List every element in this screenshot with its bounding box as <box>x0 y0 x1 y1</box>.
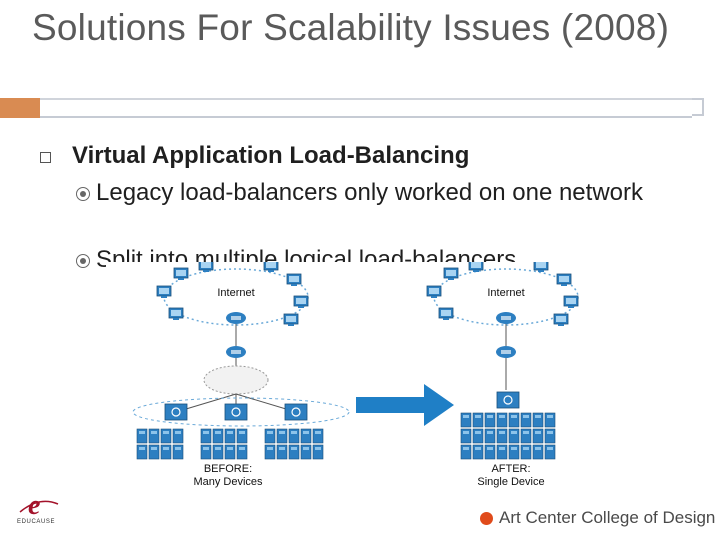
title-accent-bar <box>0 98 40 118</box>
after-caption-line1: AFTER: <box>491 463 530 475</box>
title-underline-rule <box>40 98 704 118</box>
before-caption-line2: Many Devices <box>193 476 263 488</box>
footer-branding: Art Center College of Design <box>480 508 715 528</box>
educause-logo: e EDUCAUSE <box>14 490 64 526</box>
footer-institution: Art Center College of Design <box>499 508 716 527</box>
circle-bullet-icon <box>76 254 90 268</box>
left-internet-label: Internet <box>217 287 254 299</box>
educause-logo-text: EDUCAUSE <box>17 519 55 525</box>
load-balancer-diagram: Internet BEFORE: Many Devices Internet <box>106 259 606 492</box>
before-to-after-arrow <box>356 384 454 426</box>
before-caption-line1: BEFORE: <box>204 463 252 475</box>
main-bullet-text: Virtual Application Load-Balancing <box>72 142 470 169</box>
slide-title: Solutions For Scalability Issues (2008) <box>32 7 670 48</box>
svg-text:e: e <box>28 492 40 521</box>
right-internet-label: Internet <box>487 287 524 299</box>
circle-bullet-icon <box>76 187 90 201</box>
sub-bullet-1: Legacy load-balancers only worked on one… <box>96 179 643 206</box>
square-bullet-icon <box>40 152 51 163</box>
after-caption-line2: Single Device <box>477 476 544 488</box>
circle-dot-icon <box>480 511 493 525</box>
